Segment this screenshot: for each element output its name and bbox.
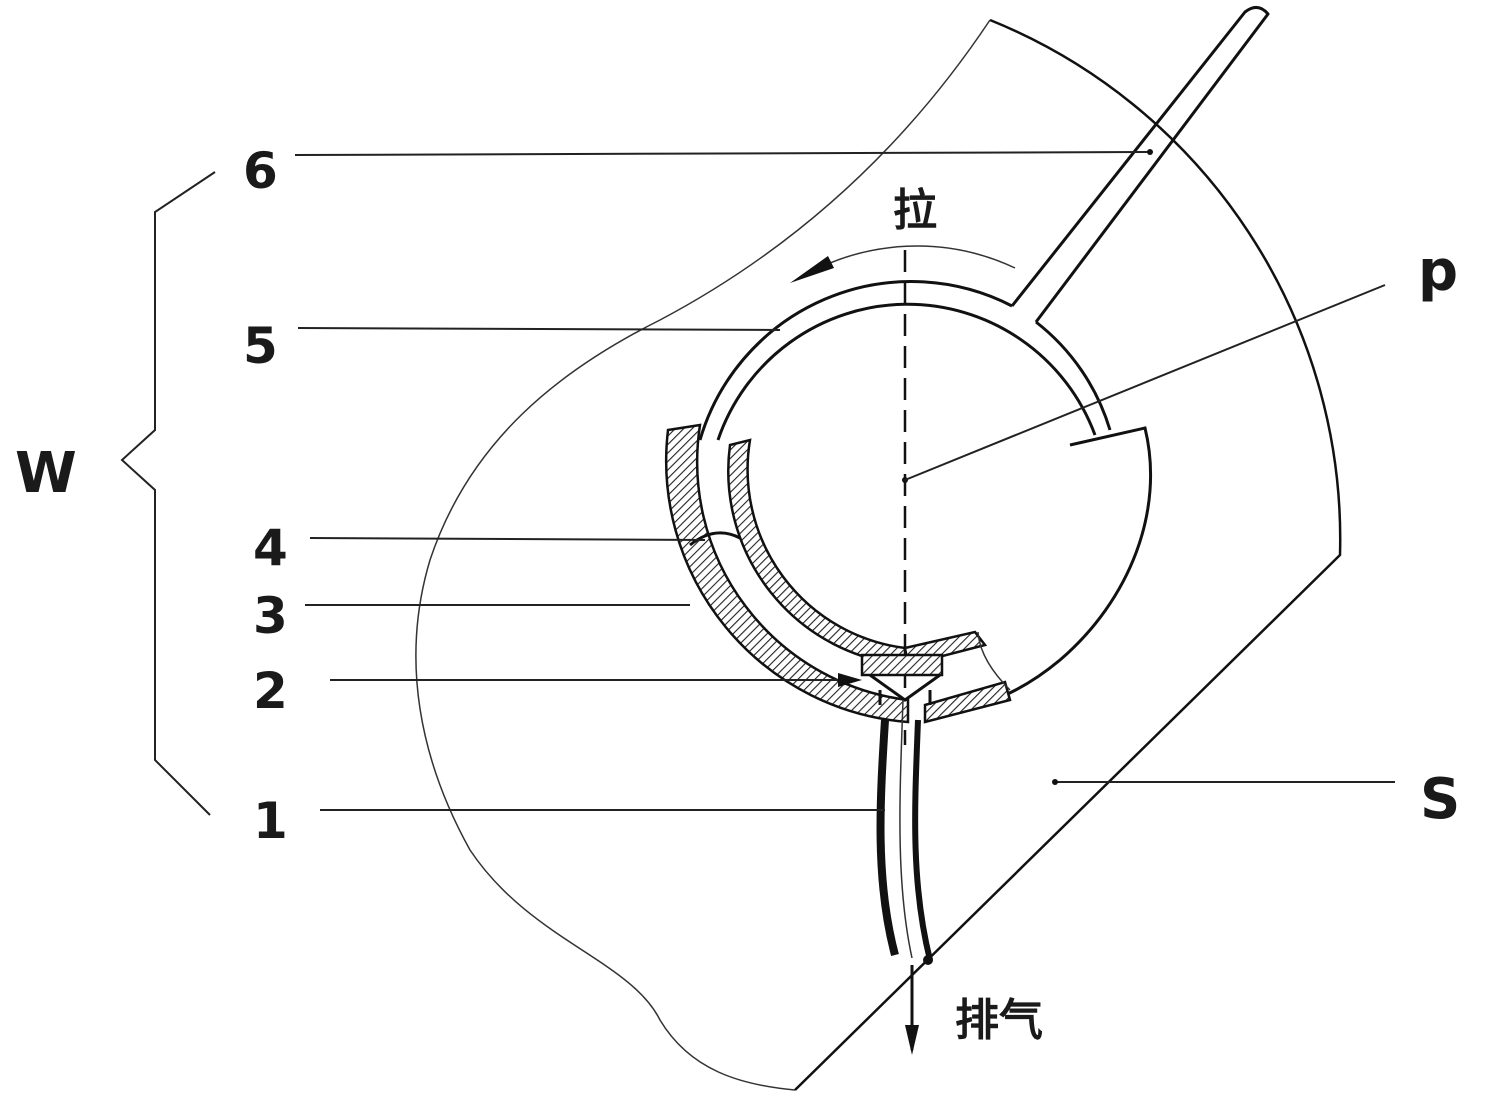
leader-s-dot	[1052, 779, 1058, 785]
sector-outline	[795, 20, 1340, 1090]
label-2: 2	[253, 662, 288, 720]
inner-sphere	[975, 428, 1151, 705]
outer-shell-left	[700, 282, 1012, 440]
exhaust-tube-right	[915, 720, 930, 960]
label-1: 1	[253, 792, 288, 850]
label-6: 6	[243, 142, 278, 200]
exhaust-tube-left	[881, 720, 895, 955]
label-pull: 拉	[893, 185, 937, 236]
label-3: 3	[253, 587, 288, 645]
label-exhaust: 排气	[955, 995, 1043, 1046]
label-4: 4	[253, 519, 288, 577]
label-p: p	[1418, 239, 1458, 304]
leader-6	[295, 152, 1150, 155]
rod-handle	[1012, 7, 1268, 322]
leader-4	[310, 538, 705, 540]
valve-body	[862, 655, 942, 675]
outer-shell	[1036, 322, 1110, 430]
hatched-bottom-right	[925, 682, 1010, 722]
label-w: W	[15, 441, 77, 506]
pull-direction-arc	[800, 246, 1015, 278]
pull-arrowhead	[790, 256, 834, 283]
exhaust-arrowhead	[905, 1025, 919, 1055]
brace-w	[122, 172, 215, 815]
label-5: 5	[243, 317, 278, 375]
exhaust-outlet	[923, 955, 933, 965]
leader-5	[298, 328, 780, 330]
leader-6-dot	[1147, 149, 1153, 155]
label-s: S	[1420, 767, 1460, 832]
leader-p	[905, 285, 1385, 480]
